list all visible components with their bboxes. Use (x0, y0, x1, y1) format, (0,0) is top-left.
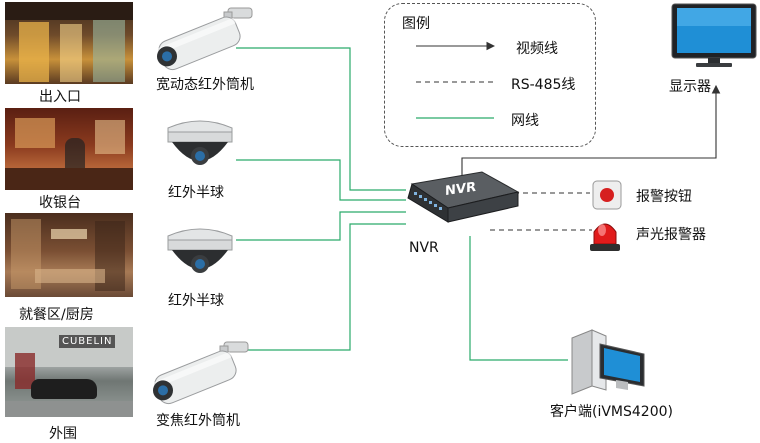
dome-camera-icon (167, 120, 233, 165)
scene-label-entrance: 出入口 (39, 89, 81, 105)
storefront-sign: CUBELIN (59, 335, 116, 348)
alarm-button-label: 报警按钮 (636, 189, 692, 205)
legend-box (384, 3, 596, 147)
siren-label: 声光报警器 (636, 227, 706, 243)
legend-item-network: 网线 (511, 113, 539, 129)
scene-label-outdoor: 外围 (49, 426, 77, 442)
scene-photo-entrance (5, 2, 133, 84)
client-label: 客户端(iVMS4200) (550, 404, 673, 420)
camera4-cable (236, 223, 406, 351)
scene-label-dining: 就餐区/厨房 (19, 307, 94, 323)
client-pc-icon (571, 329, 645, 395)
legend-item-rs485: RS-485线 (511, 77, 576, 93)
legend-item-video: 视频线 (516, 41, 558, 57)
monitor-label: 显示器 (669, 79, 711, 95)
legend-title: 图例 (402, 16, 430, 32)
camera1-cable (236, 47, 406, 191)
monitor-icon (671, 3, 757, 67)
camera-label-3: 红外半球 (168, 293, 224, 309)
scene-label-cashier: 收银台 (39, 195, 81, 211)
scene-photo-dining (5, 213, 133, 297)
camera2-cable (236, 159, 406, 201)
legend-swatches (416, 41, 496, 119)
dome-camera-icon (167, 228, 233, 273)
network-cables (236, 47, 568, 361)
camera-label-4: 变焦红外筒机 (156, 413, 240, 429)
camera-label-2: 红外半球 (168, 185, 224, 201)
camera-label-1: 宽动态红外筒机 (156, 77, 254, 93)
monitor-video-line (461, 84, 721, 176)
bullet-camera-icon (156, 7, 253, 71)
scene-photo-cashier (5, 108, 133, 190)
alarm-button-icon (592, 180, 622, 210)
client-cable (469, 236, 568, 361)
bullet-camera-icon (152, 341, 249, 405)
nvr-label: NVR (409, 240, 439, 256)
scene-photo-outdoor: CUBELIN (5, 327, 133, 417)
siren-icon (590, 223, 620, 251)
camera3-cable (236, 211, 406, 241)
nvr-device-icon (407, 171, 520, 223)
